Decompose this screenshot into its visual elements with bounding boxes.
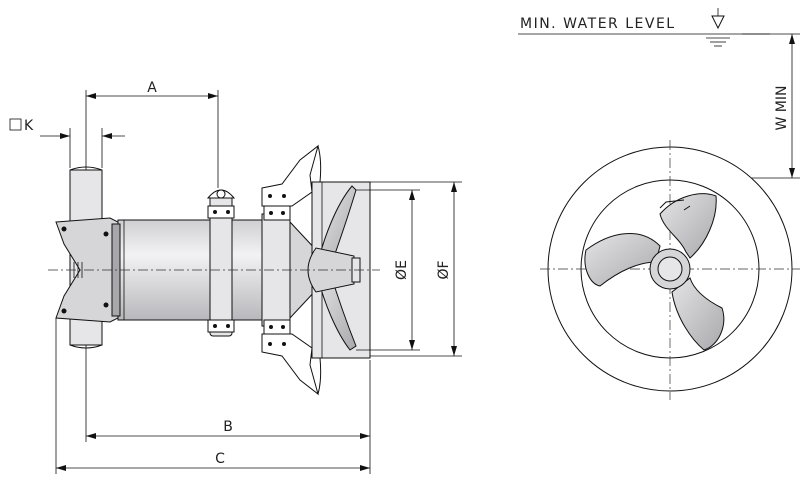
blade xyxy=(584,233,661,287)
water-level-icon xyxy=(711,15,725,30)
dimension-f: ØF xyxy=(370,181,462,357)
bolt-icon xyxy=(61,308,67,314)
lifting-clamp xyxy=(206,189,236,337)
dim-a-label: A xyxy=(147,80,157,96)
front-view xyxy=(540,140,800,400)
bolt-icon xyxy=(61,226,67,232)
square-symbol-icon xyxy=(9,118,22,131)
dim-c-label: C xyxy=(215,451,225,467)
water-level: MIN. WATER LEVEL xyxy=(518,8,770,47)
bolt-icon xyxy=(103,302,109,308)
dim-k-label: K xyxy=(24,118,34,134)
dimension-k: K xyxy=(9,118,125,168)
dimension-a: A xyxy=(85,80,219,188)
propeller-side xyxy=(307,185,361,351)
shroud-brackets xyxy=(261,144,319,396)
dimension-c: C xyxy=(55,318,370,474)
bolt-icon xyxy=(103,231,109,237)
dimension-b: B xyxy=(85,345,371,474)
dim-f-label: ØF xyxy=(436,260,452,279)
blade xyxy=(659,193,717,259)
dim-w-min-label: W MIN xyxy=(774,86,790,131)
dim-b-label: B xyxy=(223,419,233,435)
dimension-e: ØE xyxy=(356,189,420,351)
water-level-label: MIN. WATER LEVEL xyxy=(520,16,676,32)
blade xyxy=(671,277,725,351)
side-view xyxy=(48,144,380,396)
dim-e-label: ØE xyxy=(394,260,410,280)
